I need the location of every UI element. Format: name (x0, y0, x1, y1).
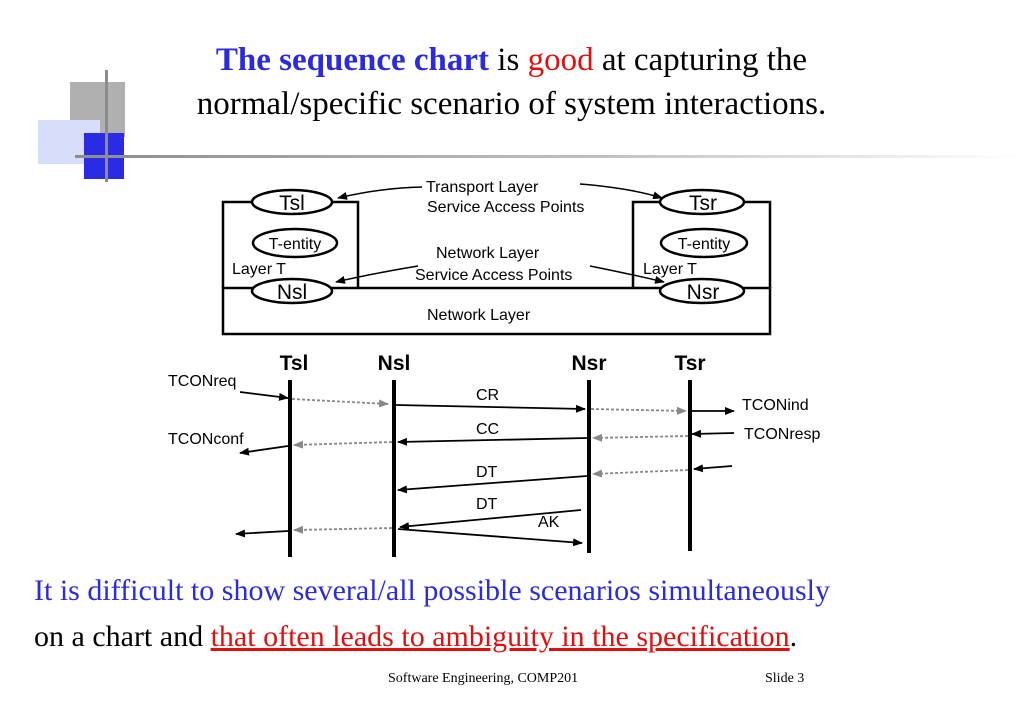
t-entity-left-ellipse (251, 227, 339, 259)
pointer-arrow-nsl (335, 265, 419, 284)
nsl-label: Nsl (277, 281, 307, 304)
network-sap-label-1: Network Layer (436, 245, 540, 262)
tconresp-arrow (691, 429, 735, 438)
lifeline-nsr-label: Nsr (571, 352, 606, 375)
tconresp-label: TCONresp (744, 426, 821, 443)
ornament-vertical-line (105, 70, 108, 182)
network-layer-box (221, 286, 772, 336)
ak-label: AK (538, 514, 560, 531)
internal-arrow-1 (291, 398, 389, 408)
corner-ornament (0, 0, 1023, 190)
tsr-label: Tsr (689, 192, 717, 215)
internal-arrow-6 (293, 525, 393, 534)
footer-course: Software Engineering, COMP201 (388, 671, 579, 686)
transport-sap-label-1: Transport Layer (426, 179, 539, 196)
ak-arrow (397, 528, 583, 547)
title-emphasis: The sequence chart (215, 42, 490, 78)
t-entity-right-label: T-entity (678, 236, 730, 253)
network-layer-label: Network Layer (427, 307, 531, 324)
t-entity-left-label: T-entity (269, 236, 321, 253)
tconreq-label: TCONreq (168, 373, 236, 390)
bottom-line-2-end: . (789, 620, 798, 653)
bottom-line-1: It is difficult to show several/all poss… (34, 574, 830, 607)
tconconf-label: TCONconf (168, 431, 244, 448)
tconreq-arrow (239, 391, 289, 401)
layer-t-left-label: Layer T (232, 261, 286, 278)
data-request-arrow (693, 464, 733, 473)
bottom-line-2-text: on a chart and (34, 620, 211, 653)
data-indication-arrow (235, 529, 289, 538)
nsr-label: Nsr (687, 281, 720, 304)
title-line-2: normal/specific scenario of system inter… (196, 86, 827, 122)
pointer-arrow-tsl (337, 186, 423, 200)
dt1-arrow (397, 475, 588, 494)
bottom-text: It is difficult to show several/all poss… (34, 568, 1019, 660)
layer-t-right-label: Layer T (643, 261, 697, 278)
internal-arrow-2 (590, 406, 687, 415)
tconconf-arrow (239, 445, 289, 456)
nsr-sap-ellipse (658, 277, 746, 305)
ambiguity-link[interactable]: that often leads to ambiguity in the spe… (210, 620, 790, 653)
title-text: is (489, 42, 528, 78)
tsl-sap-ellipse (250, 188, 334, 216)
tconind-label: TCONind (742, 397, 809, 414)
cc-arrow (397, 437, 588, 446)
tsl-label: Tsl (279, 192, 305, 215)
cc-label: CC (476, 421, 499, 438)
network-sap-label-2: Service Access Points (415, 267, 572, 284)
lifeline-tsl-label: Tsl (280, 352, 309, 375)
cr-arrow (395, 404, 586, 413)
pointer-arrow-nsr (589, 265, 665, 284)
dt2-label: DT (476, 496, 498, 513)
pointer-arrow-tsr (579, 183, 663, 200)
title-text-end: at capturing the (593, 42, 808, 78)
title-line-1: The sequence chart is good at capturing … (0, 38, 1023, 82)
footer-slide-number: Slide 3 (765, 671, 805, 686)
dt1-label: DT (476, 464, 498, 481)
nsl-sap-ellipse (250, 277, 334, 305)
slide-title: The sequence chart is good at capturing … (0, 38, 1023, 126)
transport-sap-label-2: Service Access Points (427, 199, 584, 216)
tsr-sap-ellipse (658, 188, 746, 216)
dt2-arrow (399, 509, 582, 531)
lifeline-tsr-label: Tsr (674, 352, 705, 375)
internal-arrow-3 (592, 433, 689, 442)
t-entity-right-ellipse (659, 227, 749, 259)
title-highlight-good: good (527, 42, 594, 78)
bottom-line-2: on a chart and that often leads to ambig… (34, 614, 1019, 660)
lifeline-nsl-label: Nsl (378, 352, 411, 375)
internal-arrow-4 (293, 440, 393, 449)
sequence-chart: Tsl Nsl Nsr Tsr (168, 352, 821, 557)
internal-arrow-5 (592, 469, 689, 478)
cr-label: CR (476, 387, 499, 404)
ornament-horizontal-line (75, 155, 1023, 158)
